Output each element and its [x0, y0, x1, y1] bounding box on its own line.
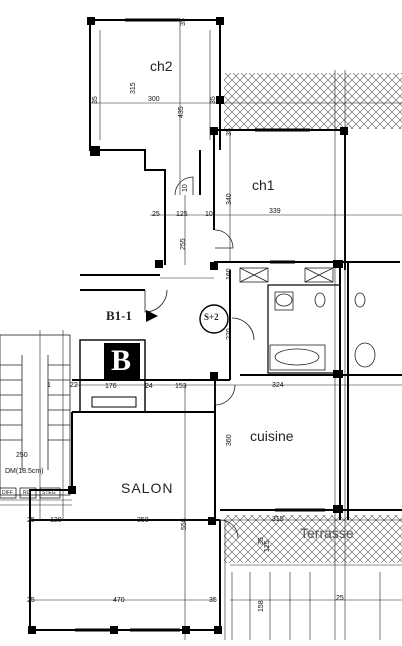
doors [144, 176, 255, 539]
dim-160: 160 [226, 268, 233, 280]
dim-salon-350: 350 [137, 517, 149, 524]
dim-1: 1 [47, 382, 51, 389]
dim-360: 360 [226, 434, 233, 446]
dim-ch1-width: 339 [269, 208, 281, 215]
dm-label: DM(18.5cm) [5, 468, 44, 475]
dim-220: 220 [226, 328, 233, 340]
block-marker-box [104, 343, 140, 379]
box-label-2: RG [23, 490, 31, 496]
dim-ch2-right: 35 [210, 96, 217, 104]
dim-22: 22 [70, 382, 78, 389]
dim-255: 255 [180, 238, 187, 250]
dim-153: 153 [175, 383, 187, 390]
dim-ch2-width: 300 [148, 96, 160, 103]
dim-10: 10 [205, 211, 213, 218]
dim-35c: 35 [209, 597, 217, 604]
dim-125b: 125 [264, 540, 271, 552]
section-label: B1-1 [106, 308, 132, 323]
box-label-1: DIFF [2, 490, 14, 496]
dim-10b: 10 [182, 184, 189, 192]
dim-ch2-left: 35 [92, 96, 99, 104]
room-label-salon: SALON [121, 480, 174, 496]
windows [75, 18, 325, 632]
dim-25c: 25 [336, 595, 344, 602]
dim-ch2-total: 435 [178, 106, 185, 118]
dim-158: 158 [258, 600, 265, 612]
staircase [0, 334, 71, 496]
dim-ch2-top: 35 [180, 18, 187, 26]
dim-315: 315 [272, 516, 284, 523]
dim-ch2-height: 315 [130, 82, 137, 94]
room-label-cuisine: cuisine [250, 428, 294, 444]
dim-ch1-height: 340 [226, 193, 233, 205]
dim-250: 250 [16, 452, 28, 459]
dim-125: 125 [176, 211, 188, 218]
dim-salon-120: 120 [50, 517, 62, 524]
terrace-hatch-bottom [224, 515, 402, 563]
dim-470: 470 [113, 597, 125, 604]
level-label: S+2 [204, 312, 219, 322]
fixtures [239, 267, 376, 371]
room-label-ch1: ch1 [252, 177, 275, 193]
section-arrow [146, 310, 158, 322]
columns [28, 17, 348, 634]
room-label-terrasse: Terrasse [300, 525, 354, 541]
dim-24: 24 [145, 383, 153, 390]
box-label-3: STEG [42, 490, 56, 496]
dim-35a: 35 [209, 517, 217, 524]
level-circle [199, 304, 229, 334]
block-label: B [111, 344, 132, 377]
dim-salon-left: 25 [27, 517, 35, 524]
dim-324: 324 [272, 382, 284, 389]
dim-25b: 25 [27, 597, 35, 604]
room-label-ch2: ch2 [150, 58, 173, 74]
dim-salon-558: 558 [181, 518, 188, 530]
terrace-hatch-top [224, 73, 402, 129]
dim-ch1-top: 35 [226, 128, 233, 136]
dim-176: 176 [105, 383, 117, 390]
dim-25: 25 [152, 211, 160, 218]
